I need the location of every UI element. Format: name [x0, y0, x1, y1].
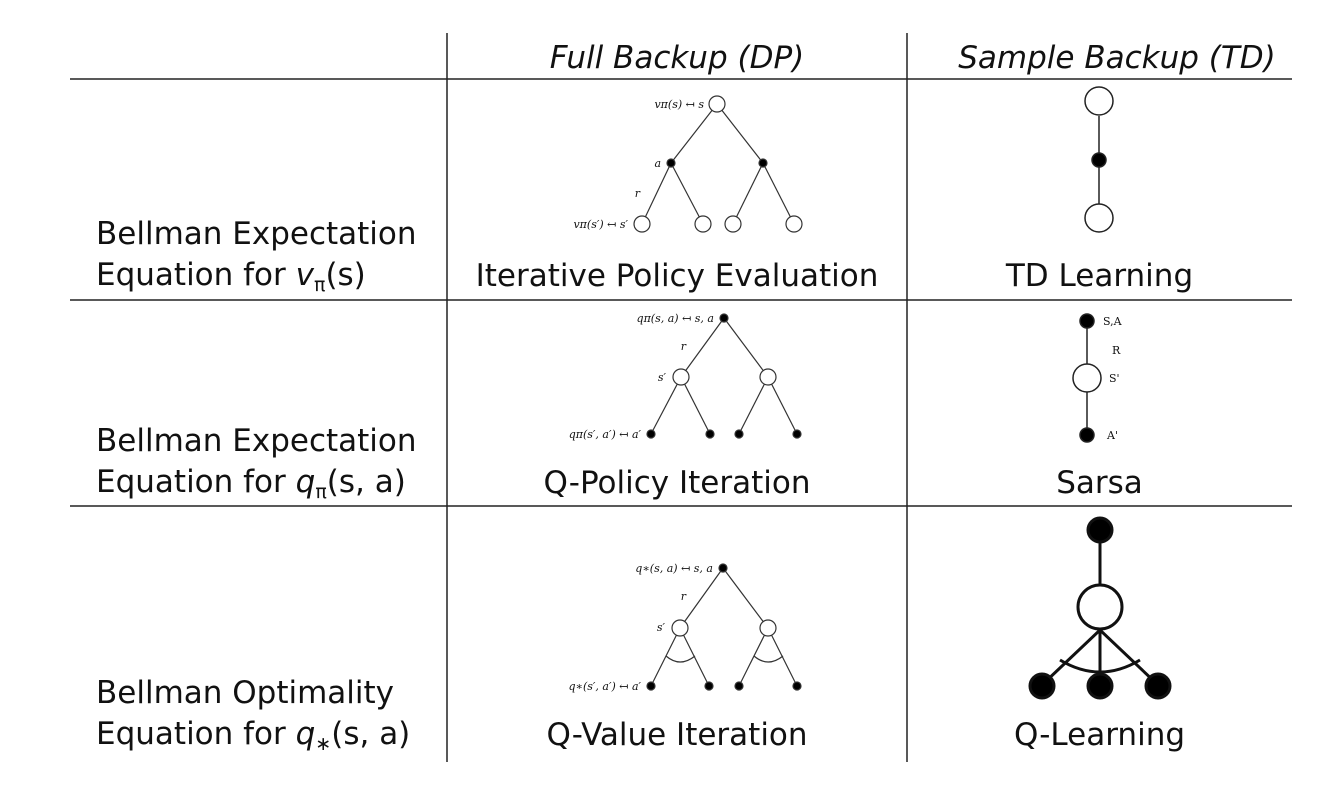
action-node [1086, 672, 1114, 700]
diagram-q-learning [1028, 516, 1172, 700]
action-node [718, 563, 728, 573]
state-node [1084, 203, 1114, 233]
dp3-root-label: q∗(s, a) ↤ s, a [635, 562, 713, 575]
state-node [785, 215, 803, 233]
state-node [759, 368, 777, 386]
diagram-q-value-iteration [646, 563, 802, 691]
max-arc [665, 655, 696, 663]
dp3-reward-label: r [681, 590, 687, 603]
dp1-reward-label: r [635, 187, 641, 200]
action-node [792, 681, 802, 691]
action-node [705, 429, 715, 439]
diagram-iterative-policy-evaluation [633, 95, 803, 233]
action-node [666, 158, 676, 168]
state-node [694, 215, 712, 233]
caption-q-value-iteration: Q-Value Iteration [546, 717, 808, 753]
sarsa-mid-label: S' [1109, 372, 1120, 385]
dp2-state-label: s′ [658, 371, 667, 384]
max-arc [753, 655, 784, 663]
action-node [734, 429, 744, 439]
action-node [758, 158, 768, 168]
caption-q-policy-iteration: Q-Policy Iteration [543, 465, 811, 501]
state-node [1076, 583, 1124, 631]
row2-label-line2: Equation for qπ(s, a) [96, 464, 406, 503]
row3-label-line2: Equation for q∗(s, a) [96, 716, 411, 755]
dp2-reward-label: r [681, 340, 687, 353]
sarsa-top-label: S,A [1103, 315, 1123, 328]
action-node [646, 429, 656, 439]
diagram-td-learning [1084, 86, 1114, 233]
action-node [719, 313, 729, 323]
action-node [1028, 672, 1056, 700]
state-node [724, 215, 742, 233]
dp2-leaf-label: qπ(s′, a′) ↤ a′ [569, 428, 642, 441]
sarsa-bottom-label: A' [1106, 429, 1118, 442]
action-node [792, 429, 802, 439]
sarsa-reward-label: R [1112, 344, 1121, 357]
state-node [759, 619, 777, 637]
action-node [1144, 672, 1172, 700]
state-node [633, 215, 651, 233]
action-node [1086, 516, 1114, 544]
row3-label-line1: Bellman Optimality [96, 675, 395, 711]
dp1-action-label: a [654, 157, 661, 170]
action-node [1079, 313, 1095, 329]
dp1-leaf-label: vπ(s′) ↤ s′ [573, 218, 628, 231]
caption-sarsa: Sarsa [1056, 465, 1143, 501]
diagram-q-policy-iteration [646, 313, 802, 439]
state-node [708, 95, 726, 113]
state-node [1084, 86, 1114, 116]
dp2-root-label: qπ(s, a) ↤ s, a [637, 312, 714, 325]
action-node [646, 681, 656, 691]
dp3-leaf-label: q∗(s′, a′) ↤ a′ [568, 680, 641, 693]
state-node [672, 368, 690, 386]
header-full-backup: Full Backup (DP) [549, 40, 805, 76]
caption-iterative-policy-evaluation: Iterative Policy Evaluation [475, 258, 879, 294]
caption-q-learning: Q-Learning [1013, 717, 1186, 753]
action-node [704, 681, 714, 691]
action-node [734, 681, 744, 691]
row2-label-line1: Bellman Expectation [96, 423, 417, 459]
dp3-state-label: s′ [657, 621, 666, 634]
diagram-sarsa [1072, 313, 1102, 443]
action-node [1091, 152, 1107, 168]
header-sample-backup: Sample Backup (TD) [958, 40, 1276, 76]
action-node [1079, 427, 1095, 443]
max-arc [1059, 658, 1141, 674]
dp1-root-label: vπ(s) ↤ s [654, 98, 704, 111]
state-node [671, 619, 689, 637]
row1-label-line1: Bellman Expectation [96, 216, 417, 252]
row1-label-line2: Equation for vπ(s) [96, 257, 366, 296]
state-node [1072, 363, 1102, 393]
caption-td-learning: TD Learning [1005, 258, 1194, 294]
